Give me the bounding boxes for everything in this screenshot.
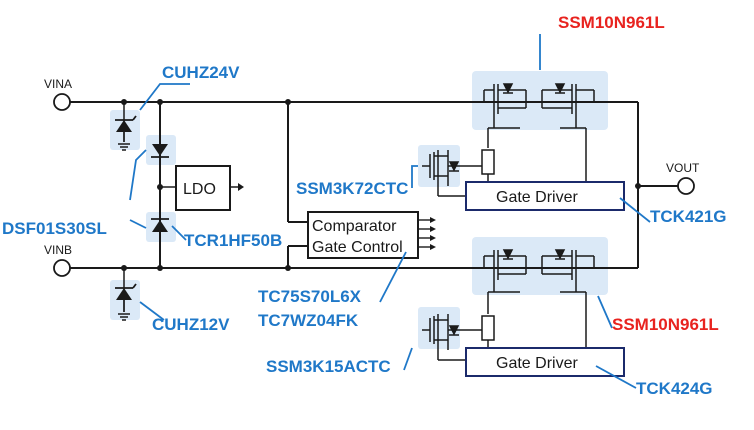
label-tck424g: TCK424G: [636, 379, 713, 398]
comparator-output-arrows-icon: [418, 217, 436, 250]
label-dsf01s30sl: DSF01S30SL: [2, 219, 107, 238]
gate-driver-top-block: Gate Driver: [465, 181, 625, 211]
resistor-bottom-icon: [481, 315, 495, 341]
label-tck421g: TCK421G: [650, 207, 727, 226]
label-ssm10n961l-top: SSM10N961L: [558, 13, 665, 32]
ldo-output-arrow-icon: [238, 183, 244, 191]
zener-top-icon: [115, 115, 137, 151]
ldo-label: LDO: [183, 181, 216, 198]
nfet-top-icon: [422, 150, 460, 186]
resistor-top-icon: [481, 149, 495, 175]
ldo-block: LDO: [175, 165, 244, 211]
label-tc75s70l6x: TC75S70L6X: [258, 287, 362, 306]
diode-top-icon: [151, 144, 169, 158]
label-tc7wz04fk: TC7WZ04FK: [258, 311, 359, 330]
callout-lines: [129, 34, 651, 389]
terminal-vina: VINA: [44, 77, 72, 111]
zener-bottom-icon: [115, 283, 137, 321]
comparator-block: Comparator Gate Control: [307, 211, 436, 259]
gate-driver-top-label: Gate Driver: [496, 189, 578, 206]
mosfet-pair-top-icon: [483, 83, 595, 128]
gate-driver-bottom-block: Gate Driver: [465, 347, 625, 377]
nfet-bottom-highlight: [418, 307, 460, 349]
comparator-label: Comparator: [312, 218, 397, 235]
terminal-vout: VOUT: [666, 161, 700, 195]
label-ssm3k15actc: SSM3K15ACTC: [266, 357, 391, 376]
vout-label: VOUT: [666, 161, 700, 175]
vinb-label: VINB: [44, 243, 72, 257]
diode-bottom-icon: [151, 218, 169, 232]
mosfet-pair-bottom-icon: [483, 249, 595, 292]
mosfet-top-highlight: [472, 71, 608, 130]
nfet-top-highlight: [418, 145, 460, 187]
mosfet-bottom-highlight: [472, 237, 608, 295]
label-ssm10n961l-bottom: SSM10N961L: [612, 315, 719, 334]
label-ssm3k72ctc: SSM3K72CTC: [296, 179, 408, 198]
gate-control-label: Gate Control: [312, 239, 403, 256]
label-tcr1hf50b: TCR1HF50B: [184, 231, 282, 250]
gate-driver-bottom-label: Gate Driver: [496, 355, 578, 372]
vina-label: VINA: [44, 77, 72, 91]
label-cuhz12v: CUHZ12V: [152, 315, 230, 334]
junction-dots: [121, 99, 641, 271]
nfet-bottom-icon: [422, 314, 460, 350]
terminal-vinb: VINB: [44, 243, 72, 277]
label-cuhz24v: CUHZ24V: [162, 63, 240, 82]
